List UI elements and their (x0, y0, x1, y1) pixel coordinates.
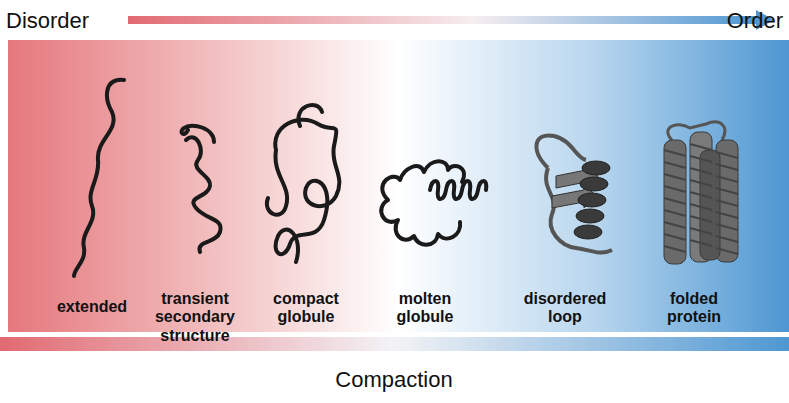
state-label: extended (42, 298, 142, 316)
bottom-bar (0, 337, 789, 351)
disordered-loop-protein (537, 135, 612, 252)
transient-chain (186, 137, 221, 252)
folded-protein (664, 122, 738, 264)
extended-chain (74, 80, 124, 276)
top-arrow (128, 16, 758, 24)
axis-label: Compaction (294, 367, 494, 392)
axis-label: Disorder (6, 8, 89, 33)
state-label: folded protein (649, 290, 739, 327)
molten-globule (381, 161, 464, 245)
axis-label: Order (727, 8, 783, 33)
state-label: compact globule (260, 290, 352, 327)
molten-helix (430, 181, 486, 199)
state-label: disordered loop (515, 290, 615, 327)
gradient-panel (8, 40, 789, 332)
state-label: molten globule (379, 290, 471, 327)
state-label: transient secondary structure (145, 290, 245, 345)
loop (537, 135, 586, 168)
transient-end (181, 126, 214, 142)
compact-globule (267, 105, 339, 262)
